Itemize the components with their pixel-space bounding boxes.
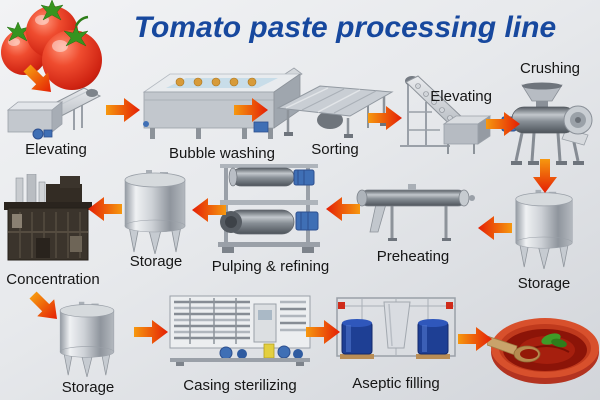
stage-label: Elevating <box>25 141 87 158</box>
stage-label: Aseptic filling <box>352 375 440 392</box>
pulper-refiner-illustration <box>218 164 320 253</box>
stage-casing-sterilizing: Casing sterilizing <box>166 288 314 394</box>
tomatoes-image <box>1 0 102 90</box>
arrow-elevating-to-crushing <box>486 112 520 136</box>
stage-elevating-2: Elevating <box>392 72 494 160</box>
stage-concentration: Concentration <box>0 174 106 288</box>
arrow-storage-to-casing-sterilizing <box>134 320 168 344</box>
arrow-sorting-to-elevating <box>368 106 402 130</box>
stage-label: Casing sterilizing <box>183 377 297 394</box>
stage-tomato-paste <box>487 302 600 388</box>
storage-tank-illustration <box>515 189 573 269</box>
stage-label: Pulping & refining <box>211 258 330 275</box>
evaporator-illustration <box>4 174 92 261</box>
stage-label: Concentration <box>6 271 100 288</box>
tube-sterilizer-illustration <box>169 295 311 366</box>
stage-label: Storage <box>517 275 571 292</box>
page-title: Tomato paste processing line <box>133 11 557 44</box>
storage-tank-illustration <box>124 170 186 254</box>
arrow-aseptic-filling-to-tomato-paste <box>458 327 492 351</box>
arrow-crushing-to-storage <box>533 159 557 193</box>
elevator-conveyor-illustration <box>6 87 102 140</box>
stage-sorting: Sorting <box>272 80 398 158</box>
stage-label: Storage <box>129 253 183 270</box>
arrow-storage-to-concentration <box>88 197 122 221</box>
stage-aseptic-filling: Aseptic filling <box>332 292 460 392</box>
preheater-illustration <box>356 184 475 241</box>
arrow-casing-sterilizing-to-aseptic-filling <box>306 320 340 344</box>
stage-storage-3: Storage <box>48 300 128 396</box>
bucket-elevator-illustration <box>400 75 492 154</box>
stage-label: Preheating <box>376 248 450 265</box>
stage-label: Elevating <box>430 88 492 105</box>
storage-tank-illustration <box>59 301 115 377</box>
arrow-bubble-washing-to-sorting <box>234 98 268 122</box>
arrow-pulping-to-storage <box>192 198 226 222</box>
stage-storage-2: Storage <box>116 168 196 270</box>
stage-preheating: Preheating <box>348 180 478 265</box>
stage-storage-1: Storage <box>504 188 584 292</box>
stage-label: Bubble washing <box>169 145 275 162</box>
arrow-preheating-to-pulping <box>326 197 360 221</box>
tomato-paste-bowl-image <box>487 318 599 384</box>
stage-label: Storage <box>61 379 115 396</box>
stage-pulping-refining: Pulping & refining <box>208 150 333 275</box>
arrow-storage-to-preheating <box>478 216 512 240</box>
sorting-conveyor-illustration <box>276 85 394 138</box>
stage-label: Crushing <box>519 60 581 77</box>
arrow-elevating-to-bubble-washing <box>106 98 140 122</box>
stage-elevating-1: Elevating <box>0 78 112 158</box>
stage-label: Sorting <box>311 141 359 158</box>
aseptic-filler-illustration <box>336 297 456 359</box>
stage-tomatoes <box>0 0 112 96</box>
